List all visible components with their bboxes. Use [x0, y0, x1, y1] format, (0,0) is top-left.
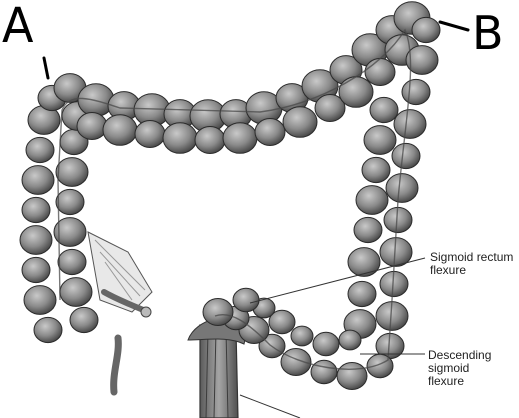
appendix [110, 334, 122, 396]
haustral-pouch [21, 256, 51, 284]
haustral-pouch [366, 353, 394, 379]
haustral-pouch [290, 325, 314, 347]
haustral-pouch [254, 118, 286, 146]
haustral-pouch [194, 126, 226, 154]
haustral-pouch [355, 185, 389, 215]
marker-a-line [42, 56, 50, 80]
haustral-pouch [336, 362, 368, 390]
haustral-pouch [268, 309, 296, 335]
haustral-pouch [23, 285, 57, 315]
haustral-pouch [393, 109, 427, 139]
haustral-pouch [69, 306, 99, 334]
haustral-pouch [59, 277, 93, 307]
haustral-pouch [347, 280, 377, 308]
callout-line: flexure [430, 263, 467, 277]
haustral-pouch [134, 120, 166, 148]
mesentery [87, 231, 153, 318]
callout-line: sigmoid [428, 361, 470, 375]
haustral-pouch [282, 106, 318, 138]
haustral-pouch [202, 298, 234, 326]
haustral-pouch [222, 122, 258, 154]
haustral-pouch [385, 173, 419, 203]
haustral-pouch [33, 316, 63, 344]
marker-b-label: B [472, 6, 504, 60]
haustral-pouch [57, 248, 87, 276]
haustral-pouch [338, 329, 362, 351]
haustral-pouch [363, 125, 397, 155]
haustral-pouch [347, 247, 381, 277]
haustral-pouch [21, 196, 51, 224]
haustral-pouch [314, 94, 346, 122]
marker-b-line [438, 20, 470, 32]
haustral-pouch [280, 348, 312, 376]
callout-line: Descending [428, 348, 492, 362]
haustral-pouch [310, 359, 338, 385]
haustral-pouch [361, 156, 391, 184]
haustral-pouch [21, 165, 55, 195]
haustral-pouch [102, 114, 138, 146]
haustral-pouch [162, 122, 198, 154]
marker-a-label: A [2, 0, 34, 54]
haustral-pouch [411, 16, 441, 44]
callout-descending-sigmoid-flexure: Descending sigmoid flexure [428, 349, 491, 388]
haustral-pouch [364, 58, 396, 86]
colon-haustra [19, 1, 441, 390]
haustral-pouch [55, 188, 85, 216]
haustral-pouch [19, 225, 53, 255]
leader-line-bottom [239, 394, 301, 418]
taenia-coli [57, 28, 412, 370]
haustral-pouch [76, 112, 108, 140]
haustral-pouch [53, 217, 87, 247]
haustral-pouch [232, 287, 260, 313]
haustral-pouch [55, 157, 89, 187]
leader-line-sigmoid-rectum [249, 257, 426, 304]
callout-line: Sigmoid rectum [430, 250, 514, 264]
haustral-pouch [353, 216, 383, 244]
haustral-pouch [369, 96, 399, 124]
haustral-pouch [338, 76, 374, 108]
haustral-pouch [401, 78, 431, 106]
haustral-pouch [391, 142, 421, 170]
haustral-pouch [405, 45, 439, 75]
callout-sigmoid-rectum-flexure: Sigmoid rectum flexure [430, 251, 513, 277]
haustral-pouch [312, 331, 340, 357]
haustral-pouch [25, 136, 55, 164]
callout-line: flexure [428, 374, 465, 388]
